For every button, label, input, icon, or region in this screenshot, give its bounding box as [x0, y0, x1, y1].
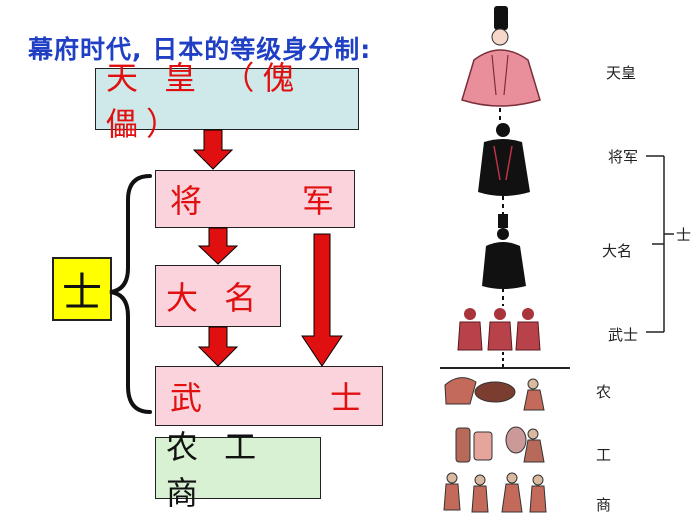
right-bracket-label: 士 [676, 226, 692, 244]
farmers-figure-icon [444, 377, 545, 411]
right-label-samurai: 武士 [608, 326, 639, 344]
right-label-artisans: 工 [596, 446, 612, 464]
emperor-box: 天 皇 （傀 儡） [95, 59, 359, 143]
arrow-shogun-to-daimyo [197, 227, 239, 265]
commoners-box-label: 农 工 商 [166, 428, 265, 512]
shi-label: 士 [62, 270, 102, 316]
samurai-box-label-left: 武 [170, 379, 211, 417]
arrow-emperor-to-shogun [192, 129, 234, 170]
page-title: 幕府时代, 日本的等级身分制: [28, 35, 372, 64]
shogun-box-label-left: 将 [170, 182, 211, 220]
daimyo-box-label: 大 名 [166, 279, 265, 317]
artisans-figure-icon [455, 426, 545, 463]
shogun-box-label-right: 军 [301, 182, 342, 220]
commoners-box: 农 工 商 [155, 428, 321, 512]
samurai-figures-icon [457, 308, 541, 351]
arrow-shogun-to-samurai [301, 233, 343, 367]
right-label-merchants: 商 [596, 496, 612, 514]
daimyo-figure-icon [482, 214, 526, 289]
daimyo-box: 大 名 [155, 265, 281, 327]
right-label-shogun: 将军 [608, 148, 639, 166]
right-label-farmers: 农 [596, 383, 612, 401]
right-bracket [646, 155, 674, 333]
curly-brace [109, 174, 152, 414]
emperor-box-label: 天 皇 （傀 儡） [106, 59, 303, 143]
shogun-box: 将 军 [155, 170, 355, 228]
arrow-daimyo-to-samurai [197, 326, 239, 367]
shogun-figure-icon [478, 123, 530, 196]
shi-label-box: 士 [52, 257, 112, 321]
merchants-figure-icon [443, 472, 547, 513]
samurai-box: 武 士 [155, 366, 383, 426]
emperor-figure-icon [461, 6, 541, 107]
right-label-daimyo: 大名 [602, 242, 633, 260]
right-label-emperor: 天皇 [606, 64, 637, 82]
samurai-box-label-right: 士 [329, 379, 370, 417]
